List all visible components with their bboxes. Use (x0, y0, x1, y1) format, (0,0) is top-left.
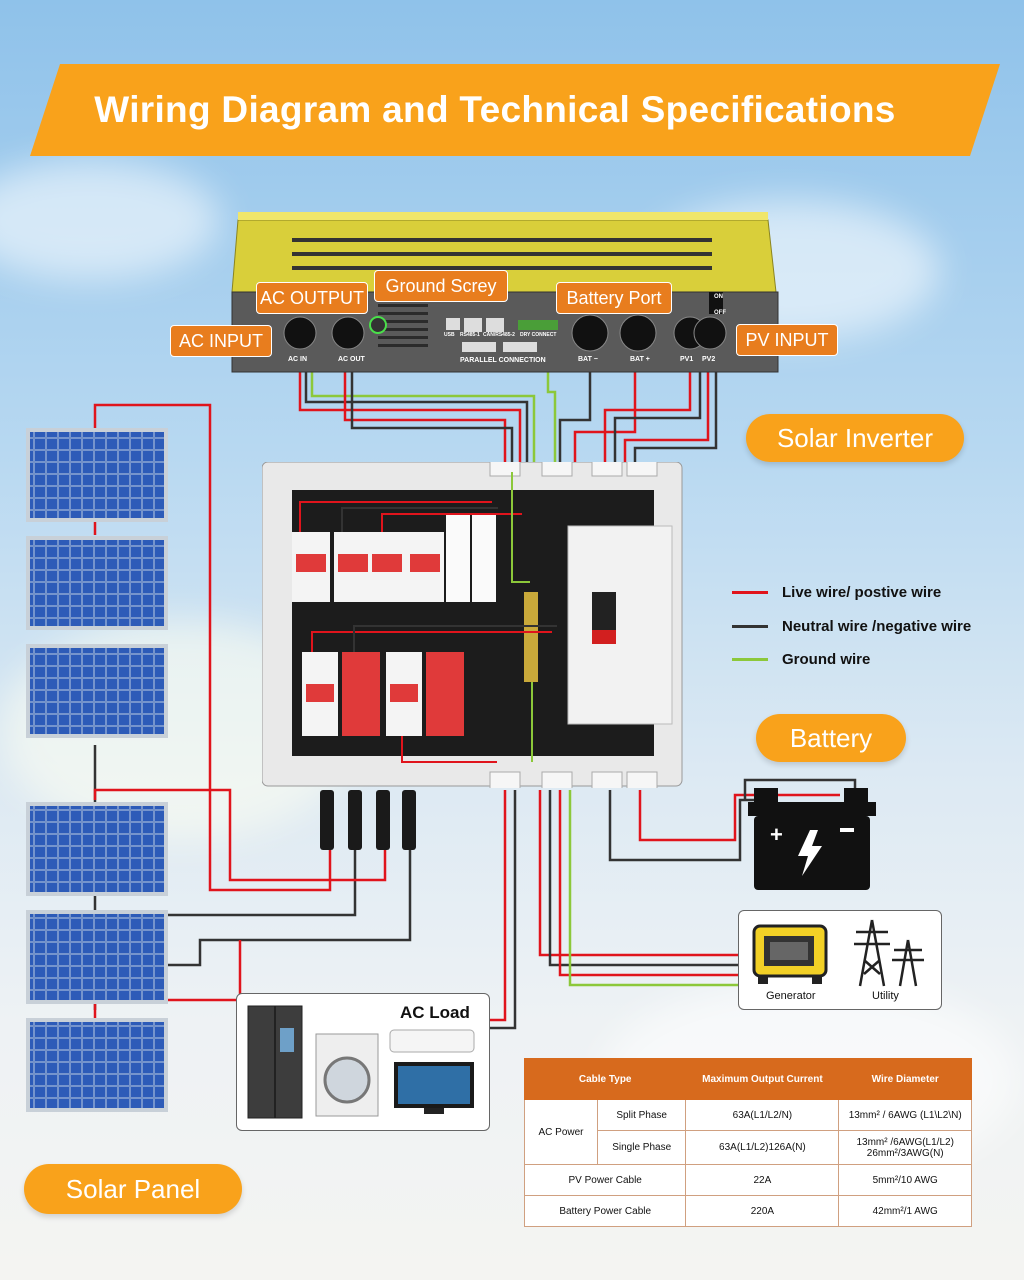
legend-neutral-label: Neutral wire /negative wire (782, 618, 972, 635)
cell-single-diameter: 13mm² /6AWG(L1/L2) 26mm²/3AWG(N) (838, 1130, 972, 1165)
legend-ground-label: Ground wire (782, 651, 871, 668)
cell-battery-diameter: 42mm²/1 AWG (838, 1195, 972, 1227)
svg-text:+: + (770, 822, 783, 847)
solar-inverter (231, 212, 779, 373)
label-generator: Generator (766, 990, 816, 1002)
table-row: Battery Power Cable 220A 42mm²/1 AWG (523, 1195, 972, 1227)
port-dry-connect: DRY CONNECT (520, 332, 557, 338)
tag-ground-screw: Ground Screy (374, 270, 508, 302)
generator-icon (752, 924, 828, 984)
port-ac-out: AC OUT (338, 356, 365, 363)
port-parallel: PARALLEL CONNECTION (460, 357, 546, 364)
label-ac-load: AC Load (400, 1003, 470, 1022)
port-pv1: PV1 (680, 356, 694, 363)
solar-panels (26, 428, 168, 1112)
tag-pv-input: PV INPUT (736, 324, 838, 356)
port-rs485: RS485-1 (460, 332, 480, 338)
legend-ground: Ground wire (732, 651, 870, 668)
cell-ac-power: AC Power (524, 1099, 598, 1165)
battery-icon: + (748, 788, 876, 890)
cell-battery-type: Battery Power Cable (523, 1195, 687, 1227)
legend-live: Live wire/ postive wire (732, 584, 941, 601)
spec-table: Cable Type Maximum Output Current Wire D… (523, 1058, 972, 1227)
table-row: AC Power Split Phase 63A(L1/L2/N) 13mm² … (524, 1099, 972, 1165)
cell-pv-current: 22A (685, 1164, 840, 1196)
spec-table-header: Cable Type Maximum Output Current Wire D… (523, 1058, 972, 1100)
legend-neutral-swatch (732, 625, 768, 628)
cell-single-current: 63A(L1/L2)126A(N) (685, 1130, 840, 1165)
label-solar-panel: Solar Panel (24, 1164, 242, 1214)
col-cable-type: Cable Type (523, 1058, 687, 1100)
appliances-icons (247, 1005, 475, 1119)
cell-single-phase: Single Phase (596, 1130, 687, 1165)
legend-live-label: Live wire/ postive wire (782, 584, 942, 601)
port-pv2: PV2 (702, 356, 716, 363)
label-battery: Battery (756, 714, 906, 762)
table-row: PV Power Cable 22A 5mm²/10 AWG (523, 1164, 972, 1196)
label-utility: Utility (872, 990, 899, 1002)
mc4-connectors (320, 790, 416, 850)
port-bat-plus: BAT + (630, 356, 650, 363)
tag-ac-input: AC INPUT (170, 325, 272, 357)
port-usb: USB (444, 332, 455, 338)
cell-battery-current: 220A (685, 1195, 840, 1227)
combiner-box (262, 462, 683, 788)
legend-ground-swatch (732, 658, 768, 661)
port-ac-in: AC IN (288, 356, 308, 363)
cell-split-phase: Split Phase (596, 1099, 687, 1131)
single-diameter-line2: 26mm²/3AWG(N) (866, 1147, 944, 1159)
page-title: Wiring Diagram and Technical Specificati… (94, 89, 896, 130)
single-diameter-line1: 13mm² /6AWG(L1/L2) (856, 1136, 954, 1148)
tag-ac-output: AC OUTPUT (256, 282, 368, 314)
port-bat-minus: BAT − (578, 356, 598, 363)
tag-battery-port: Battery Port (556, 282, 672, 314)
cell-split-current: 63A(L1/L2/N) (685, 1099, 840, 1131)
col-max-current: Maximum Output Current (685, 1058, 840, 1100)
port-can-rs485: CAN/RS485-2 (483, 332, 515, 338)
label-solar-inverter: Solar Inverter (746, 414, 964, 462)
table-row: Single Phase 63A(L1/L2)126A(N) 13mm² /6A… (525, 1130, 972, 1165)
switch-off: OFF (714, 310, 726, 316)
legend-live-swatch (732, 591, 768, 594)
cell-split-diameter: 13mm² / 6AWG (L1\L2\N) (838, 1099, 972, 1131)
legend-neutral: Neutral wire /negative wire (732, 618, 971, 635)
col-wire-diameter: Wire Diameter (838, 1058, 972, 1100)
switch-on: ON (714, 294, 723, 300)
cell-pv-type: PV Power Cable (523, 1164, 687, 1196)
title-banner (30, 64, 1000, 156)
utility-tower-icon (854, 919, 924, 987)
cell-pv-diameter: 5mm²/10 AWG (838, 1164, 972, 1196)
